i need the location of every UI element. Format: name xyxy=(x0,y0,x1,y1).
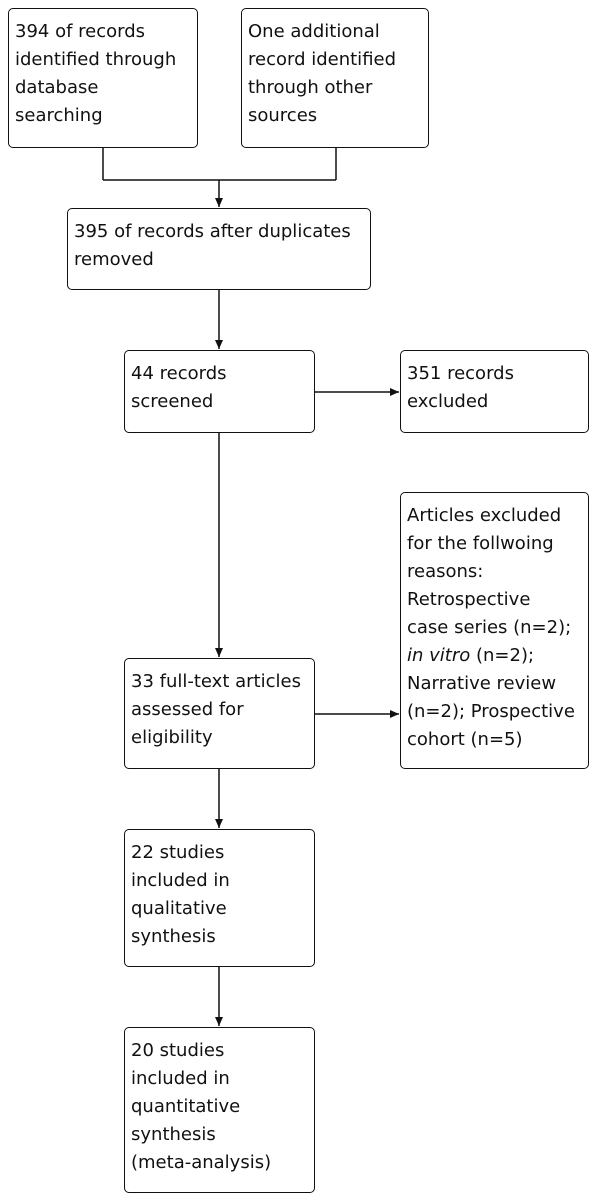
box-line: case series (n=2); xyxy=(407,617,572,638)
box-line: 395 of records after duplicates xyxy=(74,221,351,242)
box-line: cohort (n=5) xyxy=(407,729,523,750)
box-line: 394 of records xyxy=(15,21,146,42)
box-line: included in xyxy=(131,1068,230,1089)
box-line: sources xyxy=(248,105,318,126)
box-line: removed xyxy=(74,249,154,270)
box-line: reasons: xyxy=(407,561,484,582)
box-line: 33 full-text articles xyxy=(131,671,301,692)
box-line: 20 studies xyxy=(131,1040,225,1061)
box-line: qualitative xyxy=(131,898,227,919)
box-line: searching xyxy=(15,105,103,126)
box-line: database xyxy=(15,77,99,98)
box-line: included in xyxy=(131,870,230,891)
box-other-sources: One additional record identified through… xyxy=(241,8,429,148)
box-line: record identified xyxy=(248,49,397,70)
box-line: One additional xyxy=(248,21,380,42)
box-records-excluded: 351 records excluded xyxy=(400,350,589,433)
box-line: synthesis xyxy=(131,926,216,947)
box-line-in-vitro: in vitro (n=2); xyxy=(407,642,582,670)
box-line: Retrospective xyxy=(407,589,531,610)
box-line: eligibility xyxy=(131,727,213,748)
box-fulltext-assessed: 33 full-text articles assessed for eligi… xyxy=(124,658,315,769)
box-line: through other xyxy=(248,77,373,98)
box-line: (meta-analysis) xyxy=(131,1152,272,1173)
box-line: (n=2); Prospective xyxy=(407,701,575,722)
box-after-duplicates: 395 of records after duplicates removed xyxy=(67,208,371,290)
box-line: identified through xyxy=(15,49,177,70)
box-line: 22 studies xyxy=(131,842,225,863)
box-line: synthesis xyxy=(131,1124,216,1145)
box-line: Articles excluded xyxy=(407,505,562,526)
box-articles-excluded: Articles excluded for the follwoing reas… xyxy=(400,492,589,769)
box-line: Narrative review xyxy=(407,673,557,694)
in-vitro-italic: in vitro xyxy=(407,645,471,666)
box-screened: 44 records screened xyxy=(124,350,315,433)
box-line: excluded xyxy=(407,391,489,412)
box-line: assessed for xyxy=(131,699,244,720)
in-vitro-count: (n=2); xyxy=(470,645,535,666)
box-line: for the follwoing xyxy=(407,533,554,554)
box-qualitative-synthesis: 22 studies included in qualitative synth… xyxy=(124,829,315,967)
box-line: quantitative xyxy=(131,1096,241,1117)
box-quantitative-synthesis: 20 studies included in quantitative synt… xyxy=(124,1027,315,1193)
box-line: 44 records xyxy=(131,363,227,384)
box-database-search: 394 of records identified through databa… xyxy=(8,8,198,148)
box-line: screened xyxy=(131,391,214,412)
box-line: 351 records xyxy=(407,363,514,384)
